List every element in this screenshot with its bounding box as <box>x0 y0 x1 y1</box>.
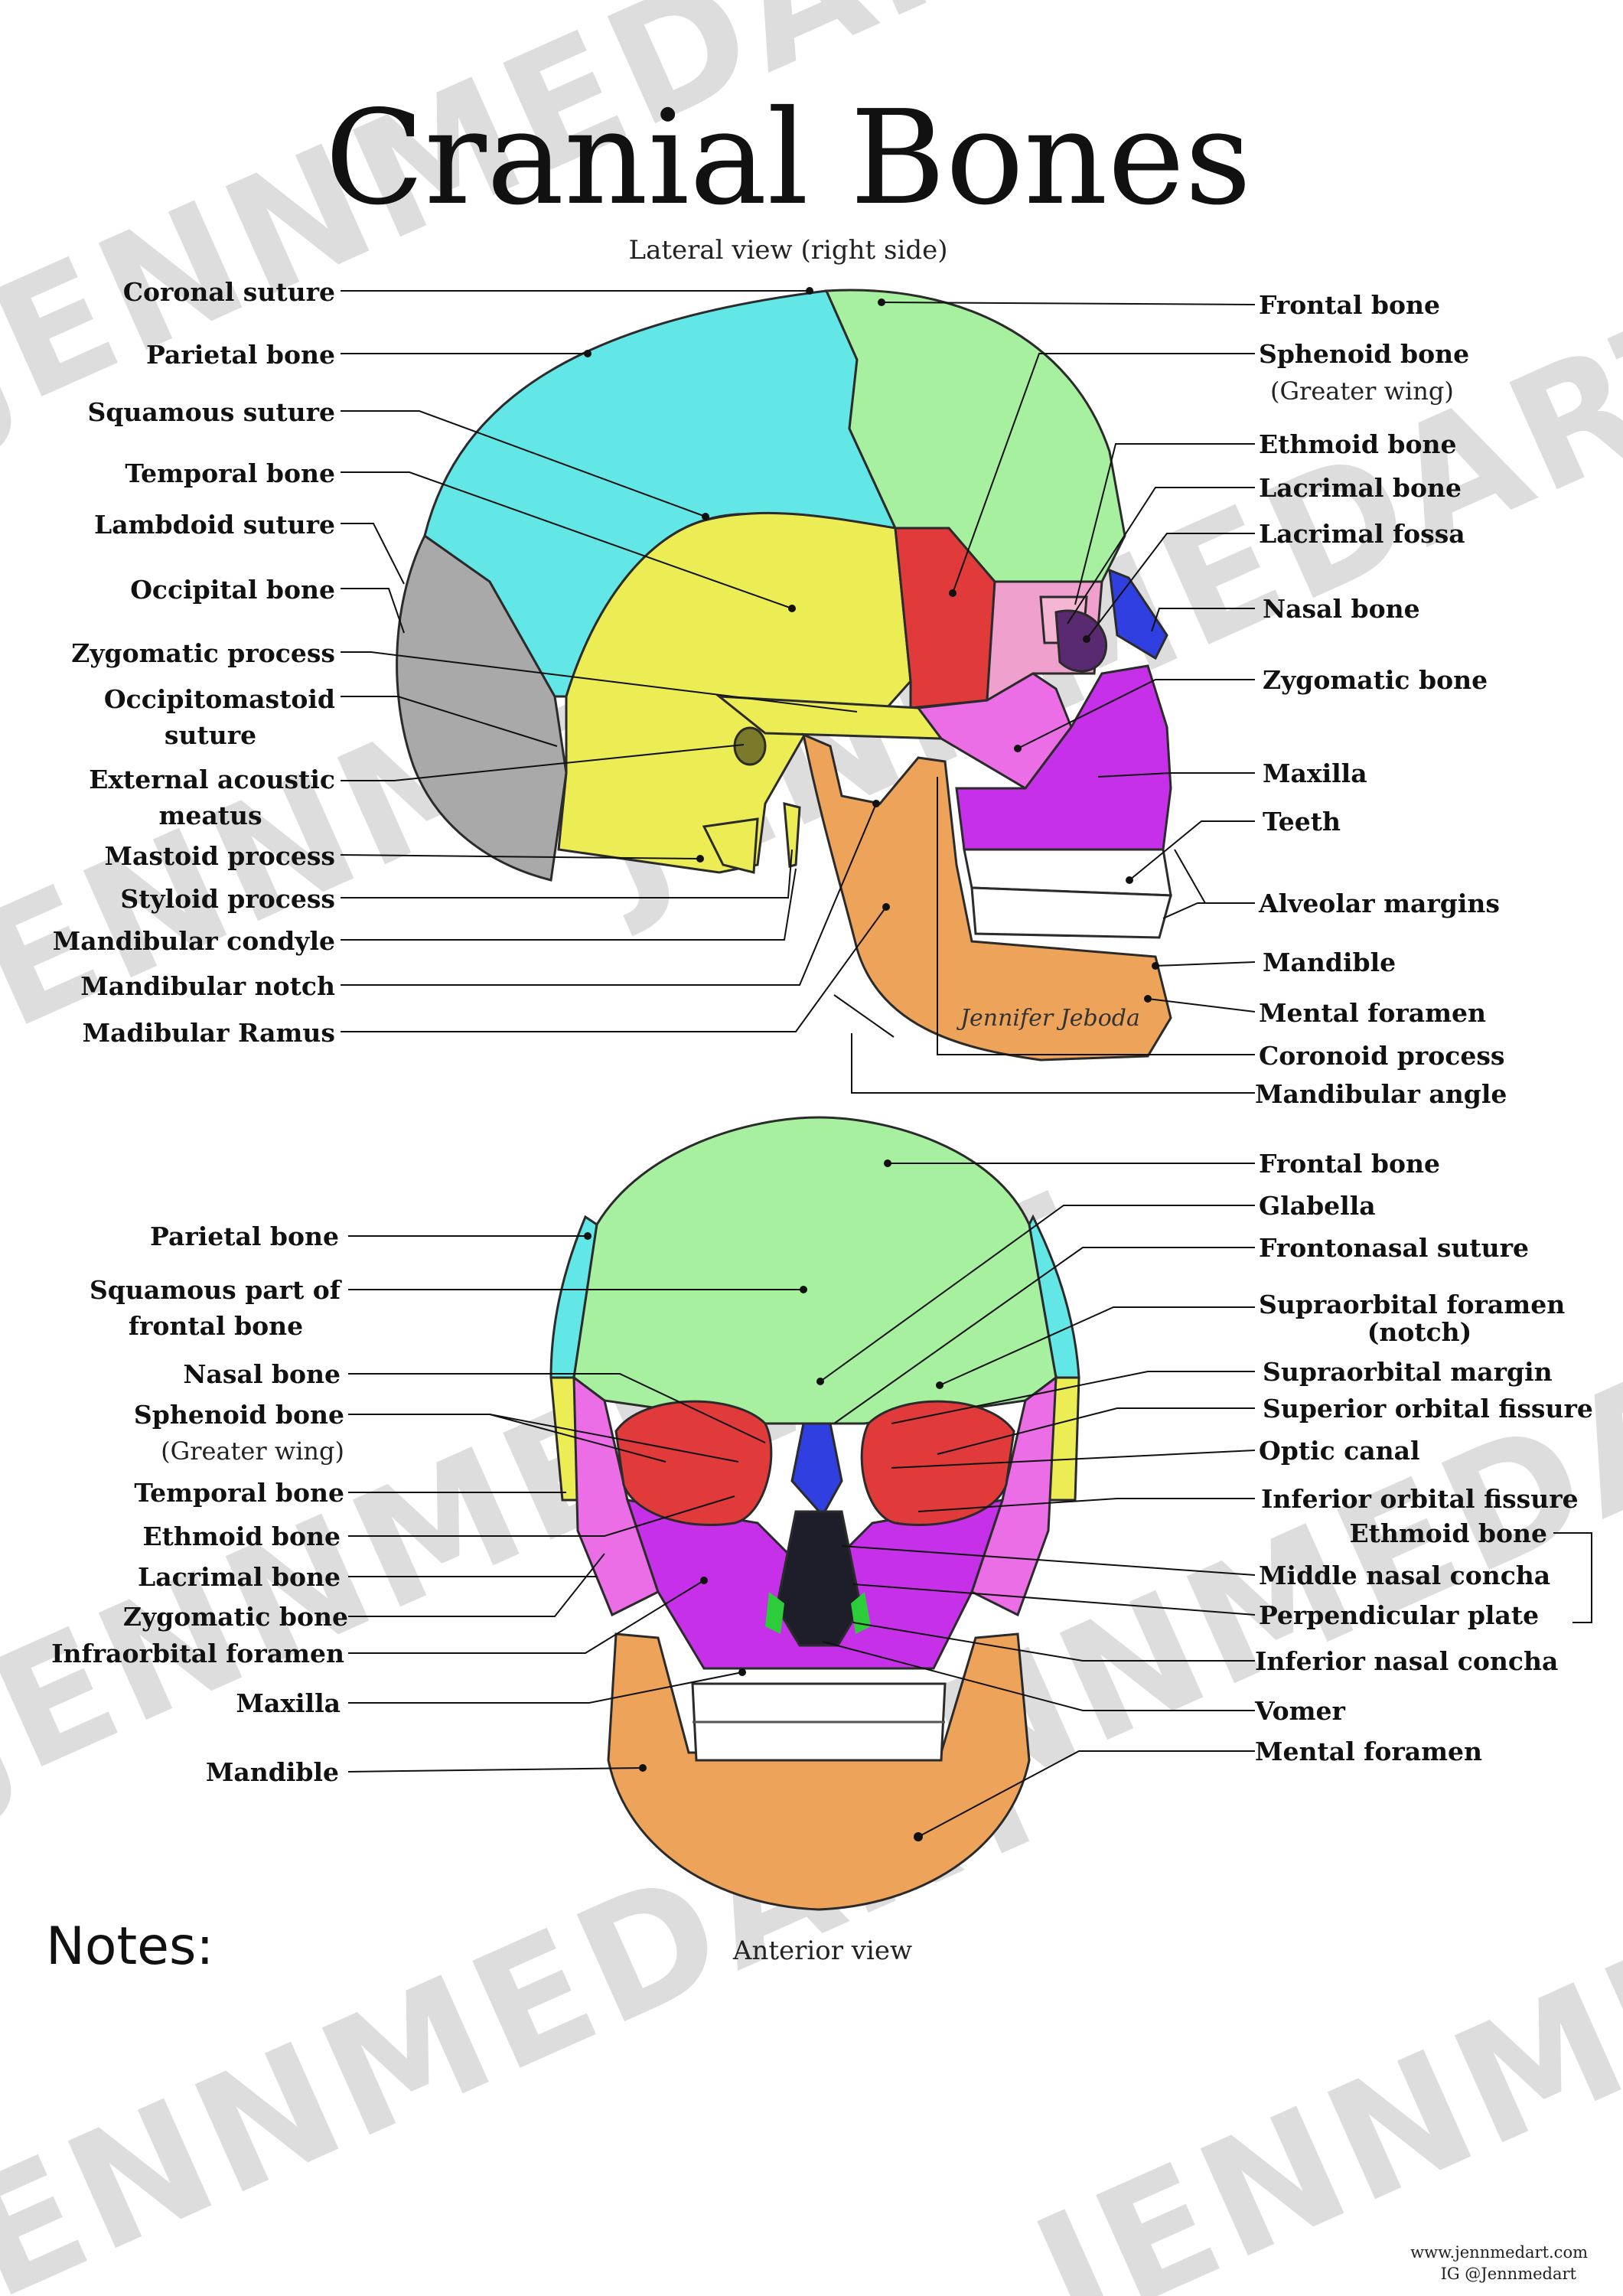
label-mental-foramen: Mental foramen <box>1259 998 1486 1028</box>
label-mandibular-angle: Mandibular angle <box>1255 1079 1507 1109</box>
lateral-skull-illustration <box>396 289 1172 1062</box>
label-frontal-bone: Frontal bone <box>1259 290 1440 320</box>
label-zygomatic-process: Zygomatic process <box>71 638 335 668</box>
label-ant-supraorbital-foramen: Supraorbital foramen <box>1259 1290 1565 1319</box>
label-ant-mental-foramen: Mental foramen <box>1255 1737 1482 1766</box>
label-squamous-suture: Squamous suture <box>88 397 335 427</box>
label-ant-sphenoid-bone: Sphenoid bone <box>134 1400 344 1430</box>
label-ant-ethmoid-bone: Ethmoid bone <box>1350 1518 1548 1548</box>
lateral-left-labels: Coronal suture Parietal bone Squamous su… <box>53 277 335 1048</box>
anterior-nasal-cavity <box>775 1510 862 1647</box>
label-external-acoustic-meatus-line2: meatus <box>158 801 262 830</box>
label-ant-inferior-orbital-fissure: Inferior orbital fissure <box>1261 1484 1579 1514</box>
label-ant-frontal-bone: Frontal bone <box>1259 1149 1440 1179</box>
label-ant-supraorbital-foramen-line2: (notch) <box>1367 1317 1472 1347</box>
anterior-orbit-left <box>614 1400 773 1526</box>
label-lacrimal-fossa: Lacrimal fossa <box>1259 519 1465 549</box>
label-styloid-process: Styloid process <box>120 884 335 914</box>
label-ant-squamous-frontal-line2: frontal bone <box>129 1311 303 1341</box>
anterior-nasal-bone <box>790 1422 843 1518</box>
page-title: Cranial Bones <box>325 83 1252 234</box>
label-ant-frontonasal-suture: Frontonasal suture <box>1259 1233 1529 1263</box>
label-ant-maxilla: Maxilla <box>236 1688 341 1718</box>
anterior-left-labels: Parietal bone Squamous part of frontal b… <box>51 1221 348 1787</box>
anterior-right-labels: Frontal bone Glabella Frontonasal suture… <box>1254 1149 1593 1766</box>
label-ant-supraorbital-margin: Supraorbital margin <box>1263 1357 1553 1387</box>
label-ant-glabella: Glabella <box>1259 1191 1376 1221</box>
lateral-right-labels: Frontal bone Sphenoid bone (Greater wing… <box>1255 290 1507 1109</box>
anterior-middle-nasal-concha-shape <box>765 1592 784 1634</box>
lateral-view-caption: Lateral view (right side) <box>629 235 948 266</box>
label-ant-middle-nasal-concha: Middle nasal concha <box>1259 1561 1550 1590</box>
label-ant-lacrimal-bone: Lacrimal bone <box>138 1562 341 1592</box>
label-temporal-bone: Temporal bone <box>125 458 335 488</box>
label-coronal-suture: Coronal suture <box>123 277 335 307</box>
label-ant-optic-canal: Optic canal <box>1259 1436 1420 1466</box>
label-ant-mandible: Mandible <box>206 1757 339 1787</box>
label-mandibular-ramus: Madibular Ramus <box>83 1018 335 1048</box>
label-lambdoid-suture: Lambdoid suture <box>94 510 335 540</box>
label-parietal-bone: Parietal bone <box>146 340 335 370</box>
label-ant-infraorbital-foramen: Infraorbital foramen <box>51 1639 344 1668</box>
label-teeth: Teeth <box>1263 807 1341 837</box>
lateral-maxilla <box>955 664 1172 851</box>
footer-website: www.jennmedart.com <box>1410 2243 1588 2262</box>
label-mandible: Mandible <box>1263 947 1396 977</box>
lateral-external-acoustic-meatus <box>733 726 767 766</box>
label-ant-ethmoid-bone: Ethmoid bone <box>143 1521 341 1551</box>
label-ant-vomer: Vomer <box>1254 1696 1345 1726</box>
notes-heading: Notes: <box>46 1916 213 1977</box>
anterior-orbit-right <box>860 1400 1015 1526</box>
label-mandibular-notch: Mandibular notch <box>80 971 335 1001</box>
anterior-skull-illustration <box>549 1116 1080 1911</box>
label-ant-zygomatic-bone: Zygomatic bone <box>123 1602 348 1632</box>
label-mastoid-process: Mastoid process <box>104 841 335 871</box>
lateral-leader-lines <box>340 287 1256 1094</box>
label-ant-squamous-frontal: Squamous part of <box>90 1275 342 1305</box>
lateral-temporal-bone <box>557 511 912 874</box>
label-ant-parietal-bone: Parietal bone <box>150 1221 339 1251</box>
lateral-mandible <box>801 732 1172 1062</box>
label-nasal-bone: Nasal bone <box>1263 594 1420 624</box>
label-ant-temporal-bone: Temporal bone <box>134 1478 344 1508</box>
label-occipitomastoid-suture: Occipitomastoid <box>104 684 335 714</box>
lateral-occipital-bone <box>396 533 568 882</box>
label-lacrimal-bone: Lacrimal bone <box>1259 473 1462 503</box>
label-ant-inferior-nasal-concha: Inferior nasal concha <box>1255 1646 1558 1676</box>
label-ant-superior-orbital-fissure: Superior orbital fissure <box>1263 1394 1593 1424</box>
label-ant-sphenoid-bone-sub: (Greater wing) <box>161 1437 344 1466</box>
label-ethmoid-bone: Ethmoid bone <box>1259 429 1457 459</box>
label-zygomatic-bone: Zygomatic bone <box>1263 665 1488 695</box>
footer-instagram: IG @Jennmedart <box>1441 2265 1577 2283</box>
label-ant-perpendicular-plate: Perpendicular plate <box>1259 1600 1539 1630</box>
label-ant-nasal-bone: Nasal bone <box>183 1359 341 1389</box>
label-coronoid-process: Coronoid process <box>1259 1041 1505 1071</box>
anterior-view-caption: Anterior view <box>732 1936 912 1966</box>
label-sphenoid-bone: Sphenoid bone <box>1259 339 1469 369</box>
lateral-lower-teeth <box>970 886 1172 939</box>
label-external-acoustic-meatus: External acoustic <box>89 765 335 794</box>
label-maxilla: Maxilla <box>1263 758 1367 788</box>
label-occipital-bone: Occipital bone <box>130 575 335 605</box>
label-sphenoid-bone-sub: (Greater wing) <box>1270 377 1454 406</box>
lateral-nasal-bone <box>1108 568 1168 660</box>
label-occipitomastoid-suture-line2: suture <box>165 720 256 750</box>
lateral-styloid-process <box>783 802 801 868</box>
lateral-mastoid-process <box>702 817 759 874</box>
anterior-leader-lines <box>347 1159 1592 1841</box>
lateral-orbit <box>1054 609 1108 673</box>
label-mandibular-condyle: Mandibular condyle <box>53 926 335 956</box>
artist-signature: Jennifer Jeboda <box>956 1005 1140 1032</box>
anterior-frontal-bone <box>572 1116 1058 1425</box>
label-alveolar-margins: Alveolar margins <box>1258 889 1500 918</box>
